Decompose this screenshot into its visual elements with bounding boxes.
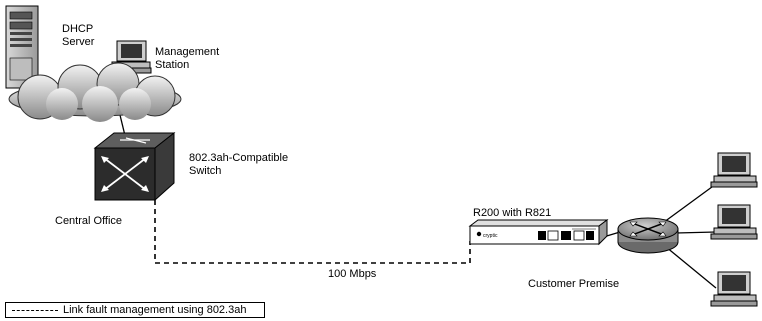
- customer-premise-label: Customer Premise: [528, 278, 620, 290]
- central-office-label: Central Office: [55, 215, 123, 227]
- workstation-icon: [710, 152, 758, 188]
- connection-lines: [119, 114, 717, 289]
- legend: Link fault management using 802.3ah: [5, 302, 265, 318]
- switch-label-line1: 802.3ah-Compatible: [189, 152, 289, 164]
- router-pc2-link: [675, 231, 717, 234]
- legend-text: Link fault management using 802.3ah: [63, 304, 247, 316]
- link-speed-label: 100 Mbps: [328, 268, 377, 280]
- device-icon: cryptic: [468, 219, 609, 246]
- workstation-icon: [710, 204, 758, 240]
- svg-text:cryptic: cryptic: [483, 233, 498, 239]
- router-icon: [617, 217, 679, 254]
- management-station-label-line2: Station: [155, 59, 190, 71]
- legend-dash-line: [12, 310, 58, 311]
- workstation-icon: [710, 271, 758, 307]
- router-pc1-link: [659, 183, 717, 226]
- dhcp-server-label-line2: Server: [62, 36, 95, 48]
- dashed-link-802-3ah: [154, 200, 471, 264]
- management-station-label-line1: Management: [155, 46, 220, 58]
- dhcp-server-label-line1: DHCP: [62, 23, 94, 35]
- cloud-icon: [8, 62, 182, 122]
- server-icon: [5, 5, 39, 89]
- device-label: R200 with R821: [473, 207, 552, 219]
- switch-icon: [93, 131, 176, 202]
- switch-label-line2: Switch: [189, 165, 222, 177]
